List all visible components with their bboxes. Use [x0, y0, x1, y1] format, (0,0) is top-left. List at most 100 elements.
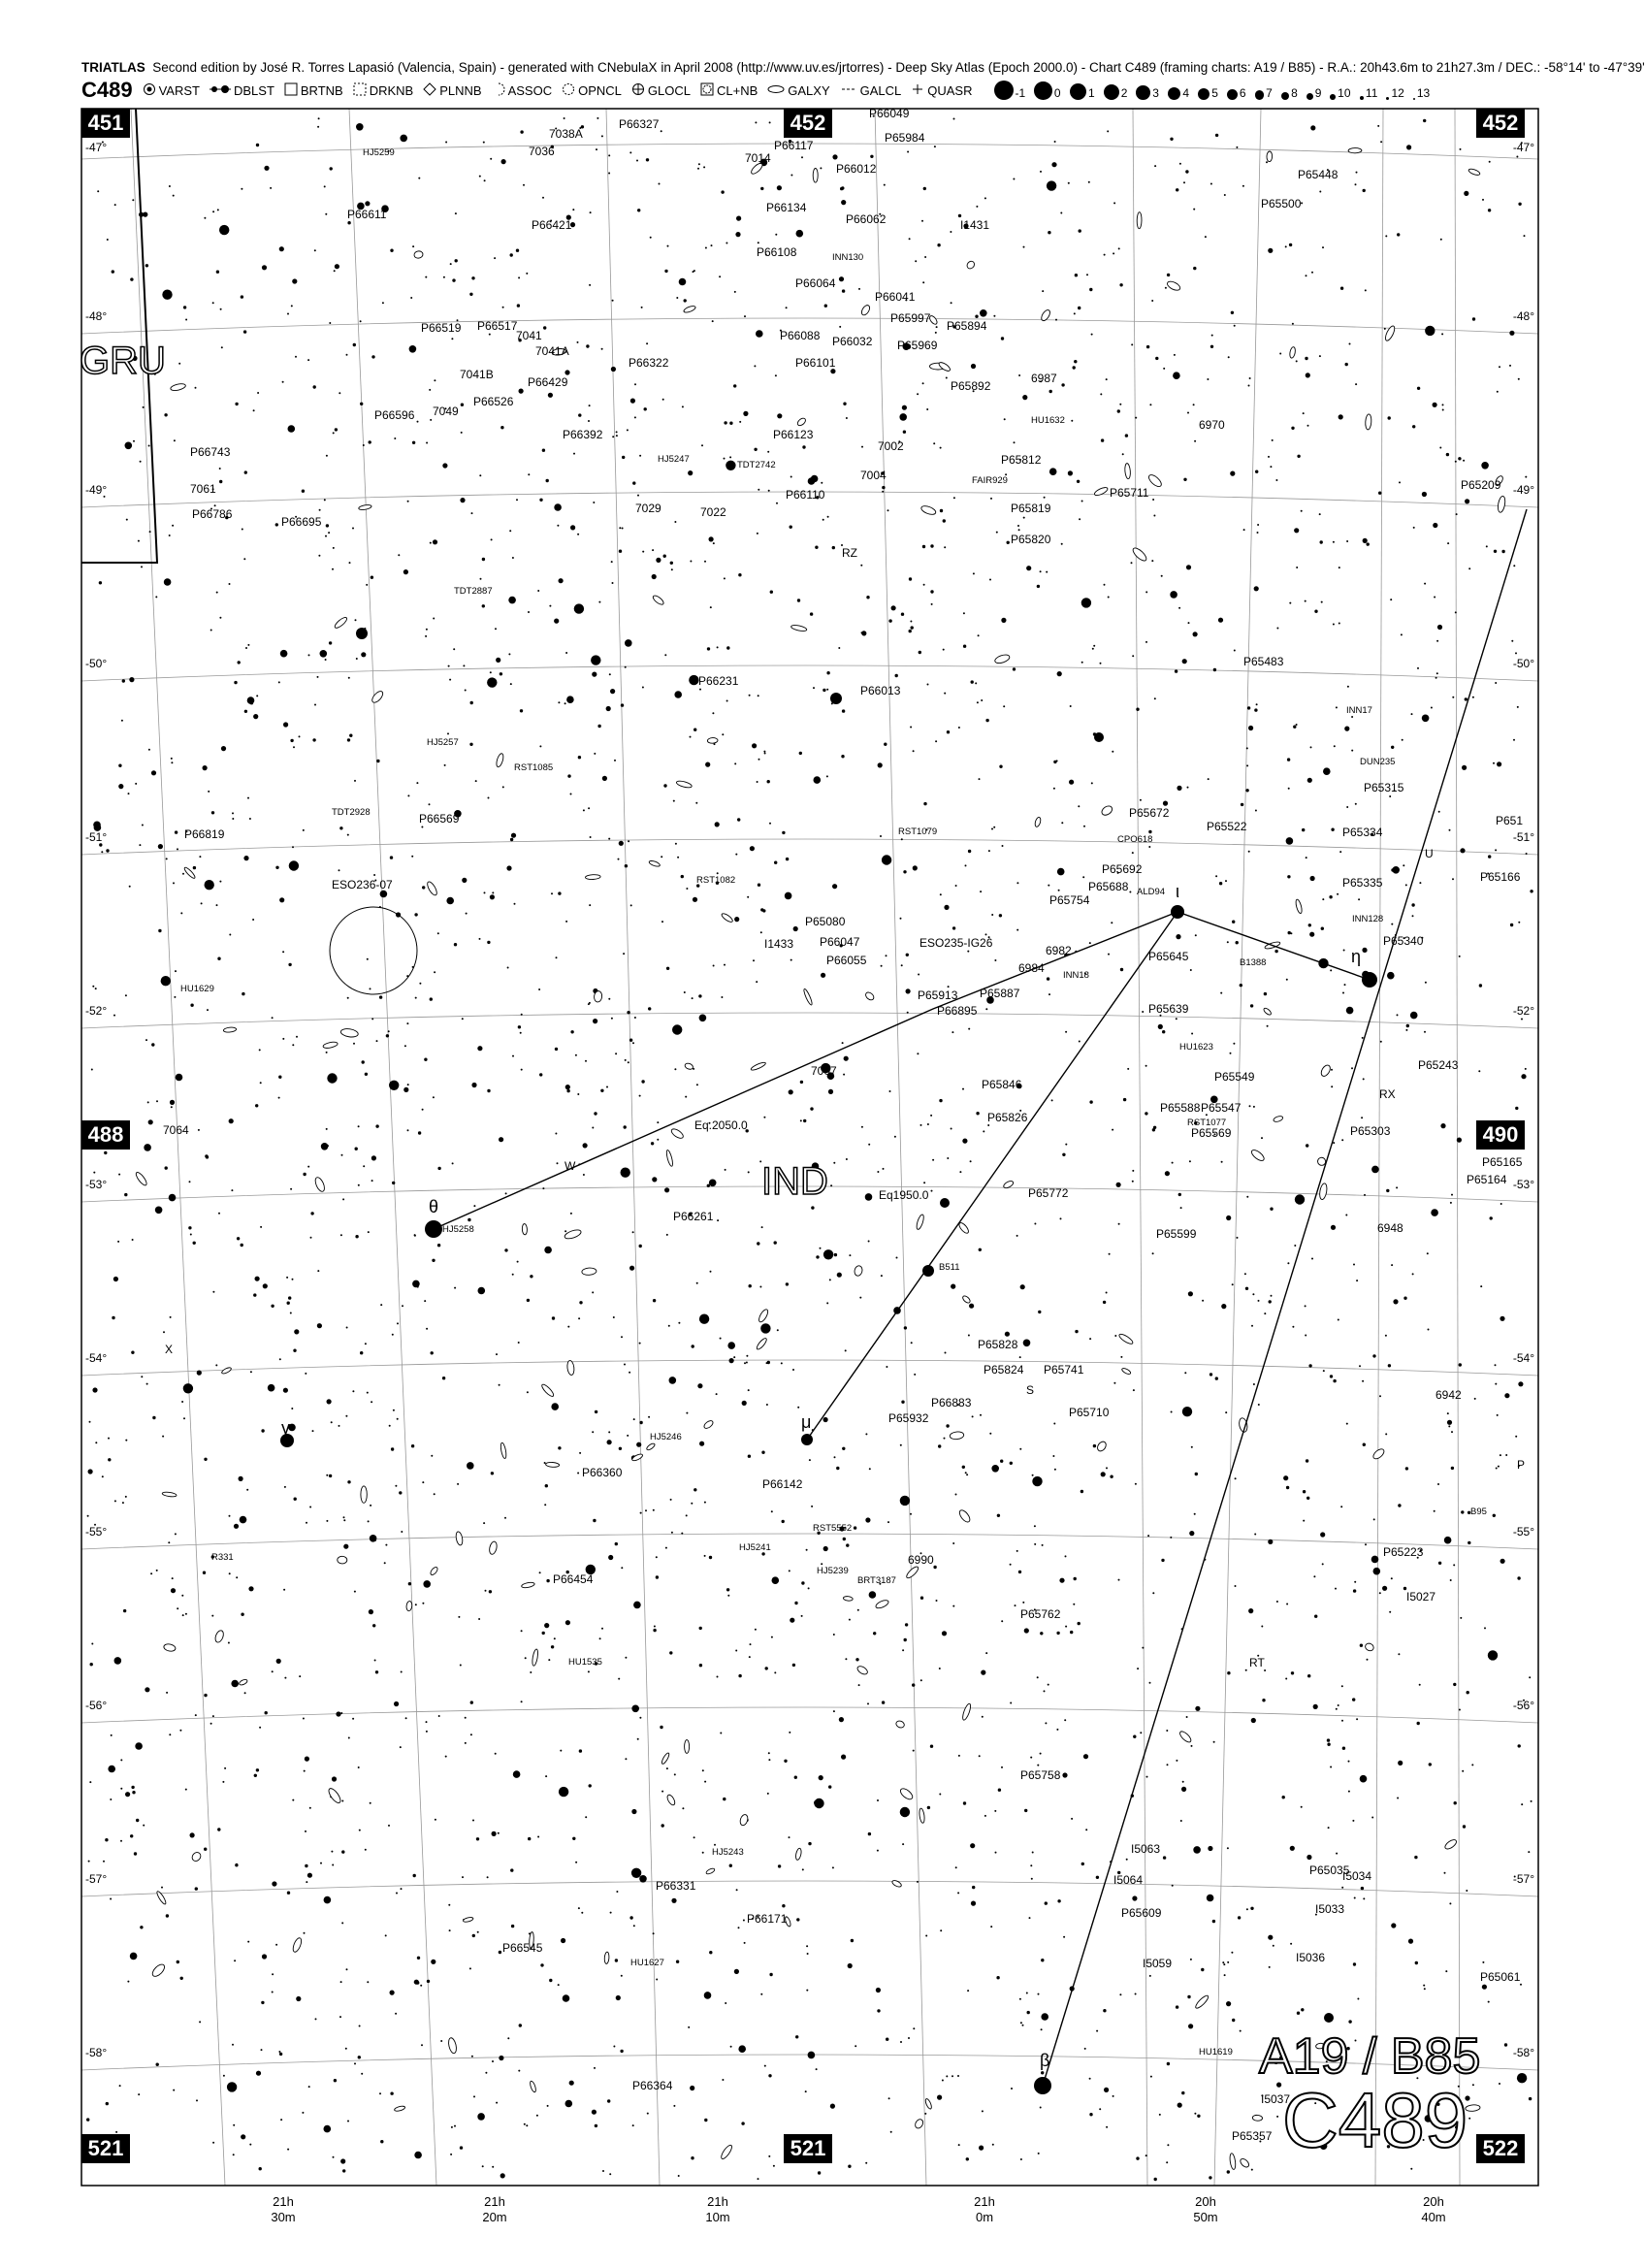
star [1248, 1608, 1254, 1614]
star [633, 1601, 641, 1609]
star [420, 1984, 423, 1987]
galaxy-symbol [1003, 1181, 1015, 1189]
object-label: I5027 [1406, 1590, 1435, 1604]
star [1032, 1475, 1043, 1487]
corner-br[interactable]: 522 [1476, 2134, 1525, 2163]
star [802, 445, 806, 449]
star [414, 2151, 422, 2159]
corner-tc[interactable]: 452 [784, 109, 832, 138]
star [182, 306, 187, 309]
corner-bc[interactable]: 521 [784, 2134, 832, 2163]
star [910, 726, 913, 729]
star [1064, 1719, 1067, 1722]
star [558, 1446, 562, 1450]
star [912, 750, 915, 753]
star [841, 289, 846, 293]
star [293, 1497, 297, 1501]
star [558, 701, 561, 704]
object-label: 7049 [433, 405, 459, 418]
star [602, 2170, 604, 2172]
corner-bl[interactable]: 521 [81, 2134, 130, 2163]
star [342, 1516, 345, 1519]
star [962, 1087, 964, 1090]
object-label: P65588 [1160, 1101, 1201, 1115]
star [672, 799, 675, 802]
object-label: ESO236-07 [332, 878, 393, 891]
ra-minute: 20m [482, 2210, 507, 2224]
star [182, 872, 184, 875]
star [978, 778, 981, 781]
star [594, 1662, 598, 1666]
star [1355, 383, 1358, 386]
star [461, 1018, 464, 1021]
star [416, 1981, 420, 1985]
magnitude-dot-icon [1254, 90, 1265, 100]
star [500, 426, 504, 430]
star [811, 1206, 815, 1210]
star [769, 822, 771, 825]
star [258, 2167, 262, 2171]
star [243, 470, 247, 474]
star [471, 1933, 475, 1938]
star [926, 683, 929, 686]
corner-ml[interactable]: 488 [81, 1120, 130, 1150]
magnitude-label: 1 [1087, 86, 1095, 100]
star [766, 1792, 769, 1795]
star [838, 1717, 845, 1723]
star [190, 1003, 194, 1007]
star [607, 2099, 611, 2103]
star [831, 1866, 834, 1869]
star [1163, 367, 1166, 370]
star [1245, 1908, 1248, 1911]
star [1176, 934, 1181, 940]
star [1287, 875, 1291, 879]
star [1171, 1161, 1174, 1164]
star [1392, 866, 1400, 874]
star [962, 1138, 968, 1144]
star [1499, 2083, 1500, 2085]
star [1400, 633, 1403, 636]
star [1275, 479, 1278, 481]
bright-star [1362, 972, 1377, 988]
star [1493, 549, 1498, 553]
star [200, 902, 203, 905]
star [460, 431, 463, 434]
star [1048, 231, 1051, 235]
star [763, 750, 766, 753]
corner-tl[interactable]: 451 [81, 109, 130, 138]
star [756, 532, 758, 535]
star [554, 1047, 559, 1052]
star [1511, 639, 1514, 642]
star [101, 1475, 104, 1478]
star [693, 728, 697, 731]
star [500, 159, 506, 165]
star [121, 679, 125, 683]
star [1230, 310, 1235, 314]
star [1500, 1315, 1505, 1321]
star [381, 205, 389, 212]
corner-mr[interactable]: 490 [1476, 1120, 1525, 1150]
star [1211, 1919, 1216, 1924]
magnitude-label: 0 [1053, 86, 1061, 100]
star [371, 1180, 373, 1183]
star [1456, 1137, 1462, 1143]
star [258, 1049, 261, 1052]
galaxy-symbol [860, 305, 871, 316]
star [133, 439, 135, 442]
star [88, 1420, 91, 1423]
star [1439, 238, 1442, 241]
galaxy-symbol [1121, 1368, 1132, 1375]
star [950, 1127, 952, 1130]
star [1467, 1510, 1471, 1515]
star [1389, 795, 1392, 797]
star [1226, 1847, 1229, 1850]
star [1308, 1364, 1312, 1368]
star [641, 1080, 645, 1084]
star [1333, 1142, 1336, 1145]
star [1056, 1631, 1060, 1636]
corner-tr[interactable]: 452 [1476, 109, 1525, 138]
star [255, 2070, 262, 2076]
star [1231, 1283, 1234, 1286]
star-chart[interactable]: -47°-47°-48°-48°-49°-49°-50°-50°-51°-51°… [0, 0, 1602, 2268]
